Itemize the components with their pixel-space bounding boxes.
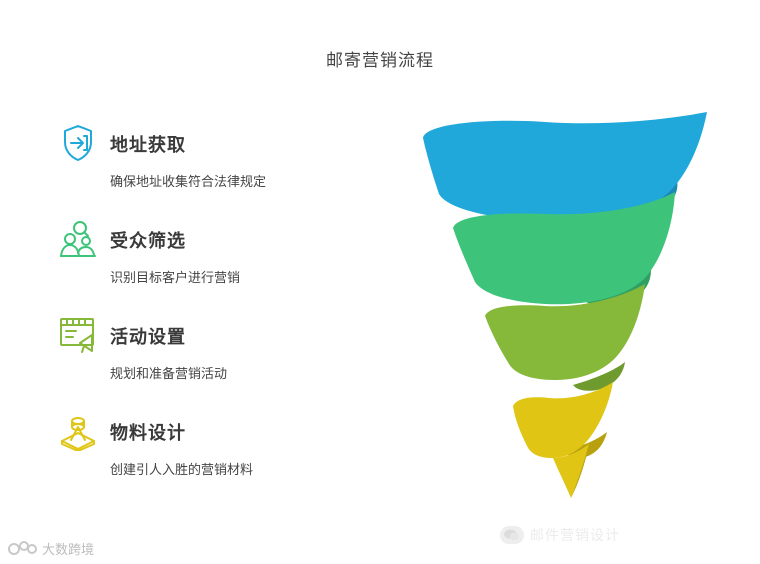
step-material-design: 物料设计 创建引人入胜的营销材料 bbox=[58, 411, 388, 491]
campaign-board-icon bbox=[58, 315, 98, 355]
funnel-band-yellow bbox=[513, 382, 613, 458]
step-description: 识别目标客户进行营销 bbox=[110, 271, 241, 286]
watermark-right-text: 邮件营销设计 bbox=[530, 528, 620, 544]
design-tools-icon bbox=[58, 411, 98, 451]
brand-logo-icon bbox=[8, 541, 37, 555]
step-audience-screening: 受众筛选 识别目标客户进行营销 bbox=[58, 219, 388, 299]
watermark-right: 邮件营销设计 bbox=[500, 518, 740, 552]
step-description: 创建引人入胜的营销材料 bbox=[110, 463, 254, 478]
funnel-band-lime bbox=[485, 284, 645, 380]
diagram-title: 邮寄营销流程 bbox=[326, 51, 434, 71]
funnel-band-blue bbox=[423, 112, 707, 221]
audience-search-icon bbox=[58, 219, 98, 259]
spiral-funnel bbox=[405, 100, 725, 510]
step-address-acquisition: 地址获取 确保地址收集符合法律规定 bbox=[58, 123, 388, 203]
watermark-left: 大数跨境 bbox=[8, 538, 94, 558]
step-campaign-setup: 活动设置 规划和准备营销活动 bbox=[58, 315, 388, 395]
step-heading: 活动设置 bbox=[110, 327, 186, 348]
step-heading: 物料设计 bbox=[110, 423, 186, 444]
step-description: 规划和准备营销活动 bbox=[110, 367, 228, 382]
step-heading: 受众筛选 bbox=[110, 231, 186, 252]
shield-arrow-icon bbox=[58, 123, 98, 163]
funnel-band-green bbox=[453, 192, 675, 305]
step-description: 确保地址收集符合法律规定 bbox=[110, 175, 267, 190]
step-heading: 地址获取 bbox=[110, 135, 186, 156]
watermark-left-text: 大数跨境 bbox=[42, 542, 95, 558]
wechat-icon bbox=[500, 526, 524, 544]
